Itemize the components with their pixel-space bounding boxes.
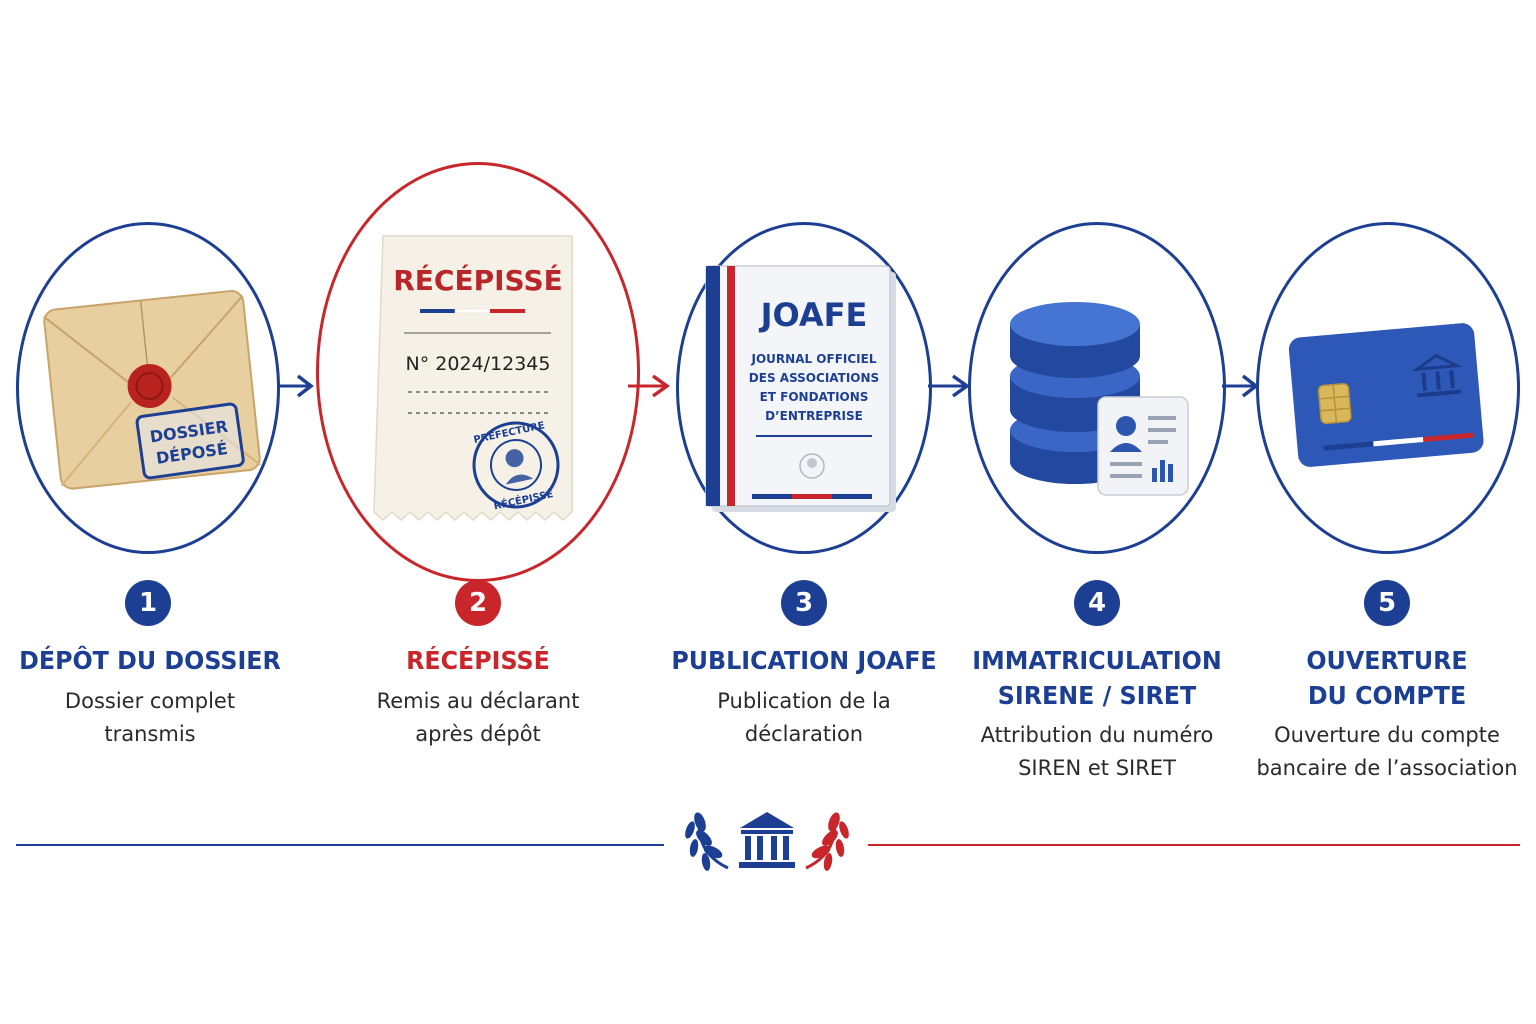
journal-line4: D’ENTREPRISE — [765, 409, 863, 423]
step-5-number: 5 — [1364, 580, 1410, 626]
step-1-title: DÉPÔT DU DOSSIER — [19, 646, 281, 675]
journal-icon: JOAFE JOURNAL OFFICIEL DES ASSOCIATIONS … — [705, 265, 896, 512]
step-1-circle — [16, 222, 280, 554]
step-3-title: PUBLICATION JOAFE — [671, 646, 937, 675]
arrow-3-4 — [928, 374, 971, 398]
step-1-description: Dossier complet transmis — [64, 689, 236, 746]
step-4-number: 4 — [1074, 580, 1120, 626]
step-5-description: Ouverture du compte bancaire de l’associ… — [1256, 723, 1518, 780]
stamp-icon: DOSSIER DÉPOSÉ — [135, 402, 245, 480]
journal-line3: ET FONDATIONS — [760, 390, 869, 404]
id-card-icon — [1097, 396, 1189, 496]
receipt-title: RÉCÉPISSÉ — [393, 263, 563, 297]
bank-card-icon — [1288, 323, 1484, 467]
step-3-description: Publication de la déclaration — [717, 689, 891, 746]
step-4-circle — [968, 222, 1226, 554]
step-3-circle — [676, 222, 932, 554]
step-2-title: RÉCÉPISSÉ — [406, 646, 550, 675]
institution-laurel-icon — [685, 812, 849, 871]
step-1-number: 1 — [125, 580, 171, 626]
arrow-1-2 — [279, 374, 314, 398]
journal-line1: JOURNAL OFFICIEL — [751, 352, 877, 366]
receipt-icon: RÉCÉPISSÉ N° 2024/12345 PRÉFECTURE RÉCÉP… — [373, 235, 573, 522]
journal-title: JOAFE — [759, 296, 868, 334]
step-2-description: Remis au déclarant après dépôt — [376, 689, 580, 746]
step-4-description: Attribution du numéro SIREN et SIRET — [980, 723, 1214, 780]
step-2-number: 2 — [455, 580, 501, 626]
journal-line2: DES ASSOCIATIONS — [749, 371, 879, 385]
step-3-number: 3 — [781, 580, 827, 626]
receipt-number: N° 2024/12345 — [406, 353, 551, 375]
step-5-title: OUVERTURE DU COMPTE — [1306, 646, 1468, 710]
step-5-circle — [1256, 222, 1520, 554]
step-4-title: IMMATRICULATION SIRENE / SIRET — [972, 646, 1222, 710]
